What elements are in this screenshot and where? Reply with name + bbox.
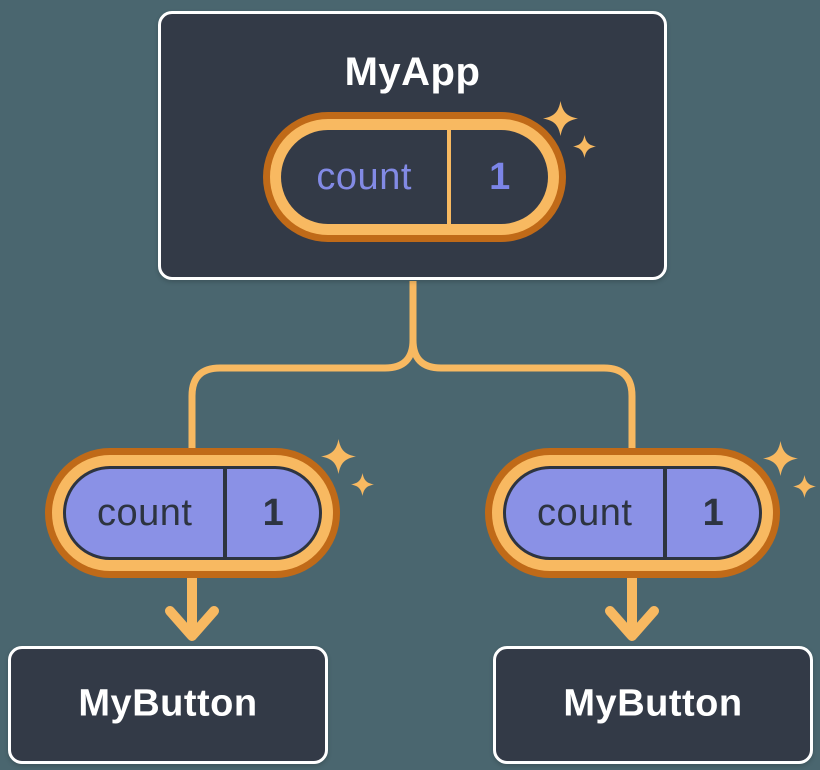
component-title: MyApp [344,50,481,94]
prop-pill-divider [223,469,228,557]
component-title: MyButton [78,682,258,725]
sparkle-icon [543,101,596,158]
state-pill-body: count 1 [281,130,548,224]
prop-pill-body: count 1 [63,466,322,560]
prop-pill-left: count 1 [45,448,340,578]
prop-value: 1 [262,491,284,534]
component-title: MyButton [563,682,743,725]
state-value: 1 [489,155,511,198]
prop-pill-body: count 1 [503,466,762,560]
prop-name: count [96,491,193,534]
prop-pill-right: count 1 [485,448,780,578]
sparkle-icon [763,441,816,498]
state-name: count [316,155,412,198]
arrow-right-icon [605,573,659,641]
prop-pill-divider [663,469,668,557]
arrow-right-head [605,606,659,641]
arrow-left-icon [165,573,219,641]
sparkle-icon [321,439,374,496]
state-pill-root: count 1 [263,112,566,242]
prop-value: 1 [702,491,724,534]
component-node-mybutton-right: MyButton [493,646,813,764]
prop-name: count [536,491,633,534]
state-pill-divider [447,130,452,224]
arrow-left-head [165,606,219,641]
prop-pill-ring: count 1 [492,455,773,571]
prop-pill-ring: count 1 [52,455,333,571]
component-node-mybutton-left: MyButton [8,646,328,764]
state-pill-ring: count 1 [270,119,559,235]
